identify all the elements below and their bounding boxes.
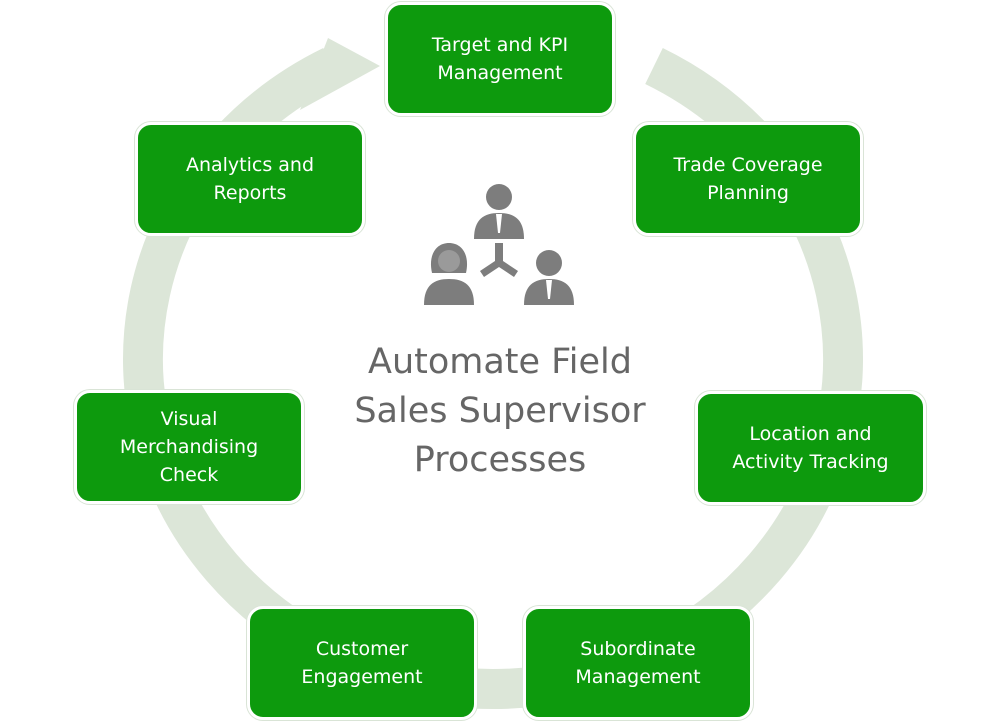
node-location-activity-tracking: Location and Activity Tracking — [695, 391, 926, 505]
node-customer-engagement: Customer Engagement — [247, 606, 477, 720]
team-hierarchy-icon — [424, 184, 574, 305]
node-visual-merchandising-check: Visual Merchandising Check — [74, 390, 304, 504]
hierarchy-connector — [480, 243, 518, 277]
cycle-ring-band — [123, 48, 863, 710]
cycle-arrowhead — [300, 38, 380, 110]
node-subordinate-management: Subordinate Management — [523, 606, 753, 720]
center-title: Automate Field Sales Supervisor Processe… — [354, 342, 646, 480]
node-trade-coverage-planning: Trade Coverage Planning — [633, 122, 863, 236]
node-target-kpi-management: Target and KPI Management — [385, 2, 615, 116]
node-analytics-reports: Analytics and Reports — [135, 122, 365, 236]
person-icon-top — [474, 184, 524, 239]
person-icon-right — [524, 250, 574, 305]
person-icon-left — [424, 243, 474, 305]
